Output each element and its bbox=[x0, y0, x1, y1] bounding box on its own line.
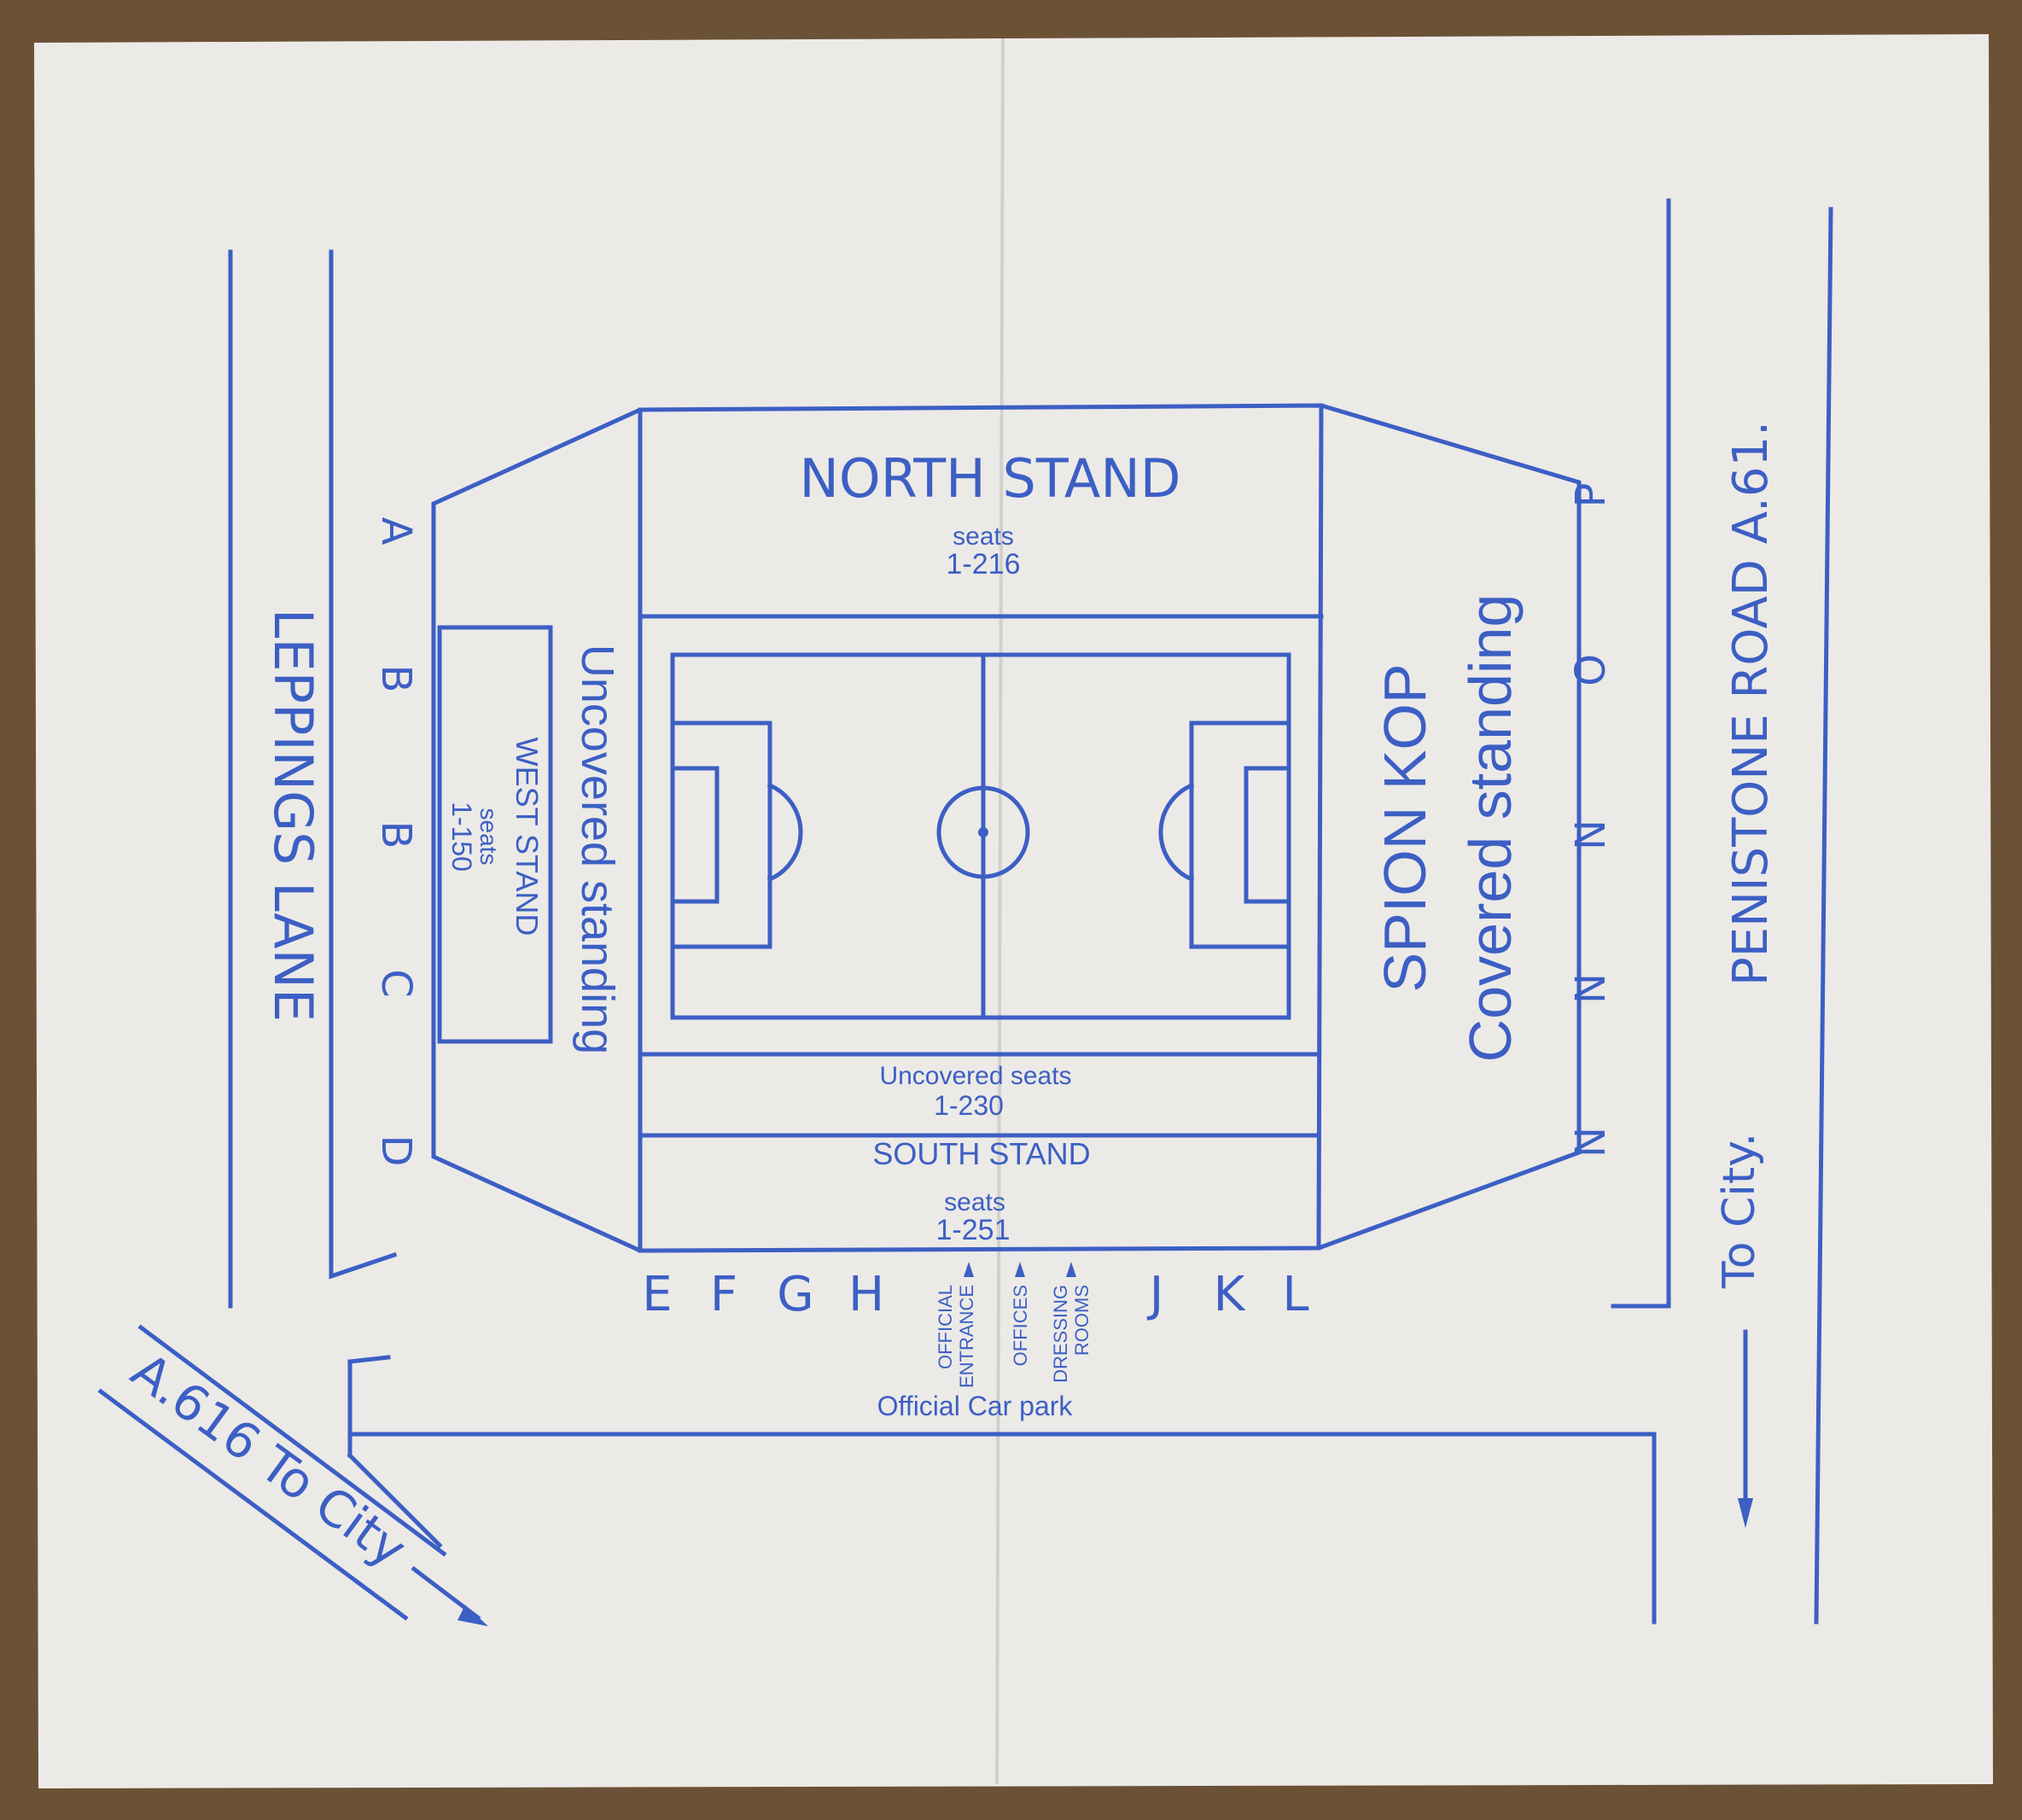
gate-n: N bbox=[1567, 973, 1615, 1004]
gate-c: C bbox=[372, 969, 420, 998]
west-gate-letters: A B B C D bbox=[372, 517, 420, 1167]
south-gate-letters: E F G H J K L bbox=[642, 1267, 1308, 1322]
stadium-outline bbox=[431, 403, 1582, 1253]
north-stand-seats-range: 1-216 bbox=[947, 548, 1021, 580]
south-stand-seats-label: seats bbox=[944, 1188, 1005, 1216]
north-stand-seats-label: seats bbox=[953, 522, 1014, 551]
gate-f: F bbox=[710, 1267, 737, 1322]
west-stand-seats-label: seats bbox=[475, 808, 502, 866]
football-pitch bbox=[670, 652, 1291, 1020]
south-stand-seats-range: 1-251 bbox=[936, 1214, 1011, 1246]
south-stand-label: SOUTH STAND bbox=[872, 1136, 1090, 1171]
gate-d: D bbox=[372, 1135, 420, 1167]
gate-b: B bbox=[372, 821, 420, 849]
gate-h: H bbox=[848, 1267, 884, 1322]
west-stand-seats-range: 1-150 bbox=[446, 802, 477, 872]
uncovered-seats-range: 1-230 bbox=[934, 1090, 1004, 1121]
offices-arrow-icon bbox=[1015, 1262, 1025, 1277]
to-city-arrow-icon bbox=[1738, 1329, 1753, 1528]
gate-l: L bbox=[1282, 1267, 1308, 1322]
paper-fold-crease bbox=[995, 38, 1005, 1785]
dressing-rooms-label-2: ROOMS bbox=[1071, 1285, 1093, 1356]
a616-arrow-icon bbox=[411, 1566, 488, 1626]
gate-g: G bbox=[777, 1267, 813, 1322]
east-gate-letters: P O N N N bbox=[1567, 483, 1615, 1158]
gate-n: N bbox=[1567, 1127, 1615, 1158]
gate-p: P bbox=[1567, 483, 1615, 508]
leppings-lane-road bbox=[97, 249, 447, 1621]
west-stand-box bbox=[437, 625, 553, 1044]
uncovered-standing-label: Uncovered standing bbox=[572, 645, 623, 1054]
gate-n: N bbox=[1567, 820, 1615, 850]
ticket-paper bbox=[34, 34, 1993, 1788]
entrance-arrow-icon bbox=[964, 1262, 974, 1277]
uncovered-seats-label: Uncovered seats bbox=[879, 1062, 1071, 1090]
west-stand-label: WEST STAND bbox=[510, 738, 545, 936]
official-car-park-label: Official Car park bbox=[877, 1391, 1074, 1421]
gate-o: O bbox=[1567, 654, 1615, 686]
penistone-road bbox=[1611, 198, 1833, 1625]
gate-k: K bbox=[1214, 1267, 1246, 1322]
covered-standing-label: Covered standing bbox=[1457, 594, 1524, 1063]
official-entrance-label-2: ENTRANCE bbox=[956, 1285, 977, 1388]
official-entrance-label: OFFICIAL bbox=[935, 1285, 956, 1369]
north-stand-label: NORTH STAND bbox=[800, 447, 1181, 510]
gate-a: A bbox=[372, 517, 420, 545]
offices-label: OFFICES bbox=[1010, 1285, 1031, 1366]
spion-kop-label: SPION KOP bbox=[1372, 663, 1438, 992]
to-city-label: To City. bbox=[1714, 1133, 1765, 1289]
gate-j: J bbox=[1147, 1267, 1164, 1322]
facility-arrows bbox=[964, 1262, 1076, 1277]
dressing-rooms-label: DRESSING bbox=[1050, 1285, 1071, 1383]
gate-b: B bbox=[372, 665, 420, 693]
gate-e: E bbox=[642, 1267, 672, 1322]
car-park-road bbox=[352, 1432, 1657, 1625]
leppings-lane-label: LEPPINGS LANE bbox=[262, 609, 324, 1022]
penistone-road-label: PENISTONE ROAD A.61. bbox=[1723, 421, 1779, 986]
dressing-arrow-icon bbox=[1066, 1262, 1076, 1277]
